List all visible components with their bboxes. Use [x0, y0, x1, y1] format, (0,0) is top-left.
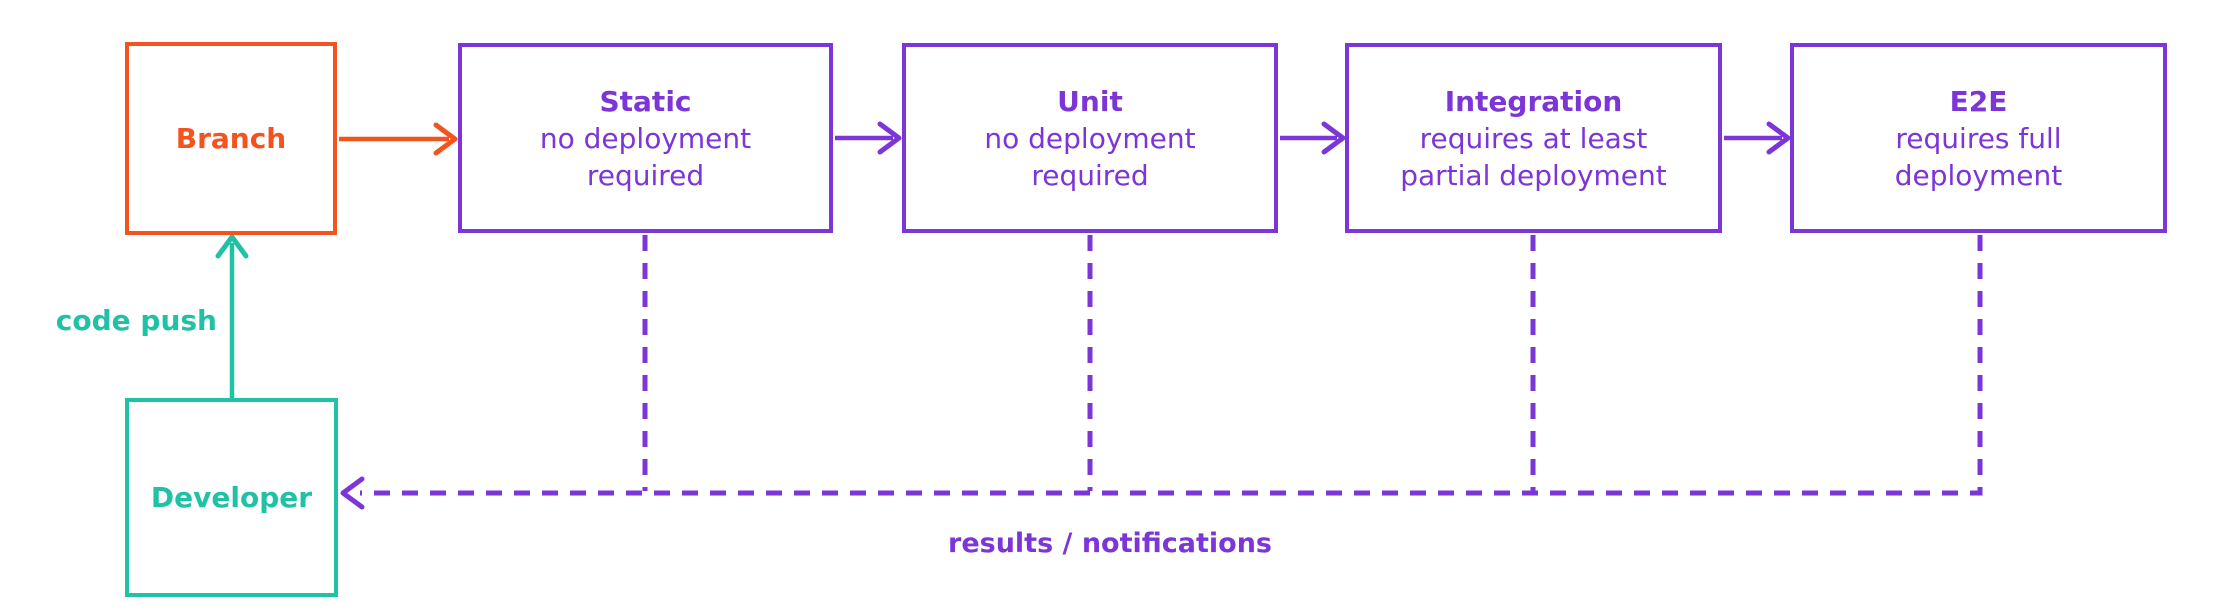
- node-developer: Developer: [125, 398, 338, 597]
- arrow-developer-to-branch-head-icon: [215, 234, 249, 259]
- node-unit-title: Unit: [1057, 84, 1123, 118]
- arrow-unit-to-integration-head-icon: [1321, 121, 1346, 155]
- node-static-title: Static: [599, 84, 692, 118]
- arrow-static-to-unit-head-icon: [877, 121, 902, 155]
- node-e2e: E2E requires full deployment: [1790, 43, 2167, 233]
- arrow-integration-to-e2e-head-icon: [1766, 121, 1791, 155]
- node-static-subtitle-line2: required: [586, 158, 705, 192]
- node-branch: Branch: [125, 42, 337, 235]
- arrow-branch-to-static-head-icon: [433, 122, 458, 156]
- node-integration-subtitle-line1: requires at least: [1419, 121, 1648, 155]
- results-arrowhead-icon: [340, 476, 365, 510]
- node-unit: Unit no deployment required: [902, 43, 1278, 233]
- node-integration-subtitle-line2: partial deployment: [1400, 158, 1667, 192]
- edge-e2e-results-to-developer-dashed: [360, 235, 1983, 496]
- node-unit-subtitle-line2: required: [1031, 158, 1149, 192]
- node-developer-title: Developer: [150, 481, 313, 514]
- code-push-label: code push: [55, 304, 217, 337]
- node-integration: Integration requires at least partial de…: [1345, 43, 1722, 233]
- node-e2e-title: E2E: [1949, 84, 2008, 118]
- node-e2e-subtitle-line2: deployment: [1894, 158, 2063, 192]
- node-branch-title: Branch: [175, 122, 287, 155]
- results-notifications-label: results / notifications: [948, 528, 1272, 559]
- node-static: Static no deployment required: [458, 43, 833, 233]
- node-integration-title: Integration: [1444, 84, 1623, 118]
- node-unit-subtitle-line1: no deployment: [984, 121, 1196, 155]
- node-static-subtitle-line1: no deployment: [539, 121, 752, 155]
- node-e2e-subtitle-line1: requires full: [1895, 121, 2062, 155]
